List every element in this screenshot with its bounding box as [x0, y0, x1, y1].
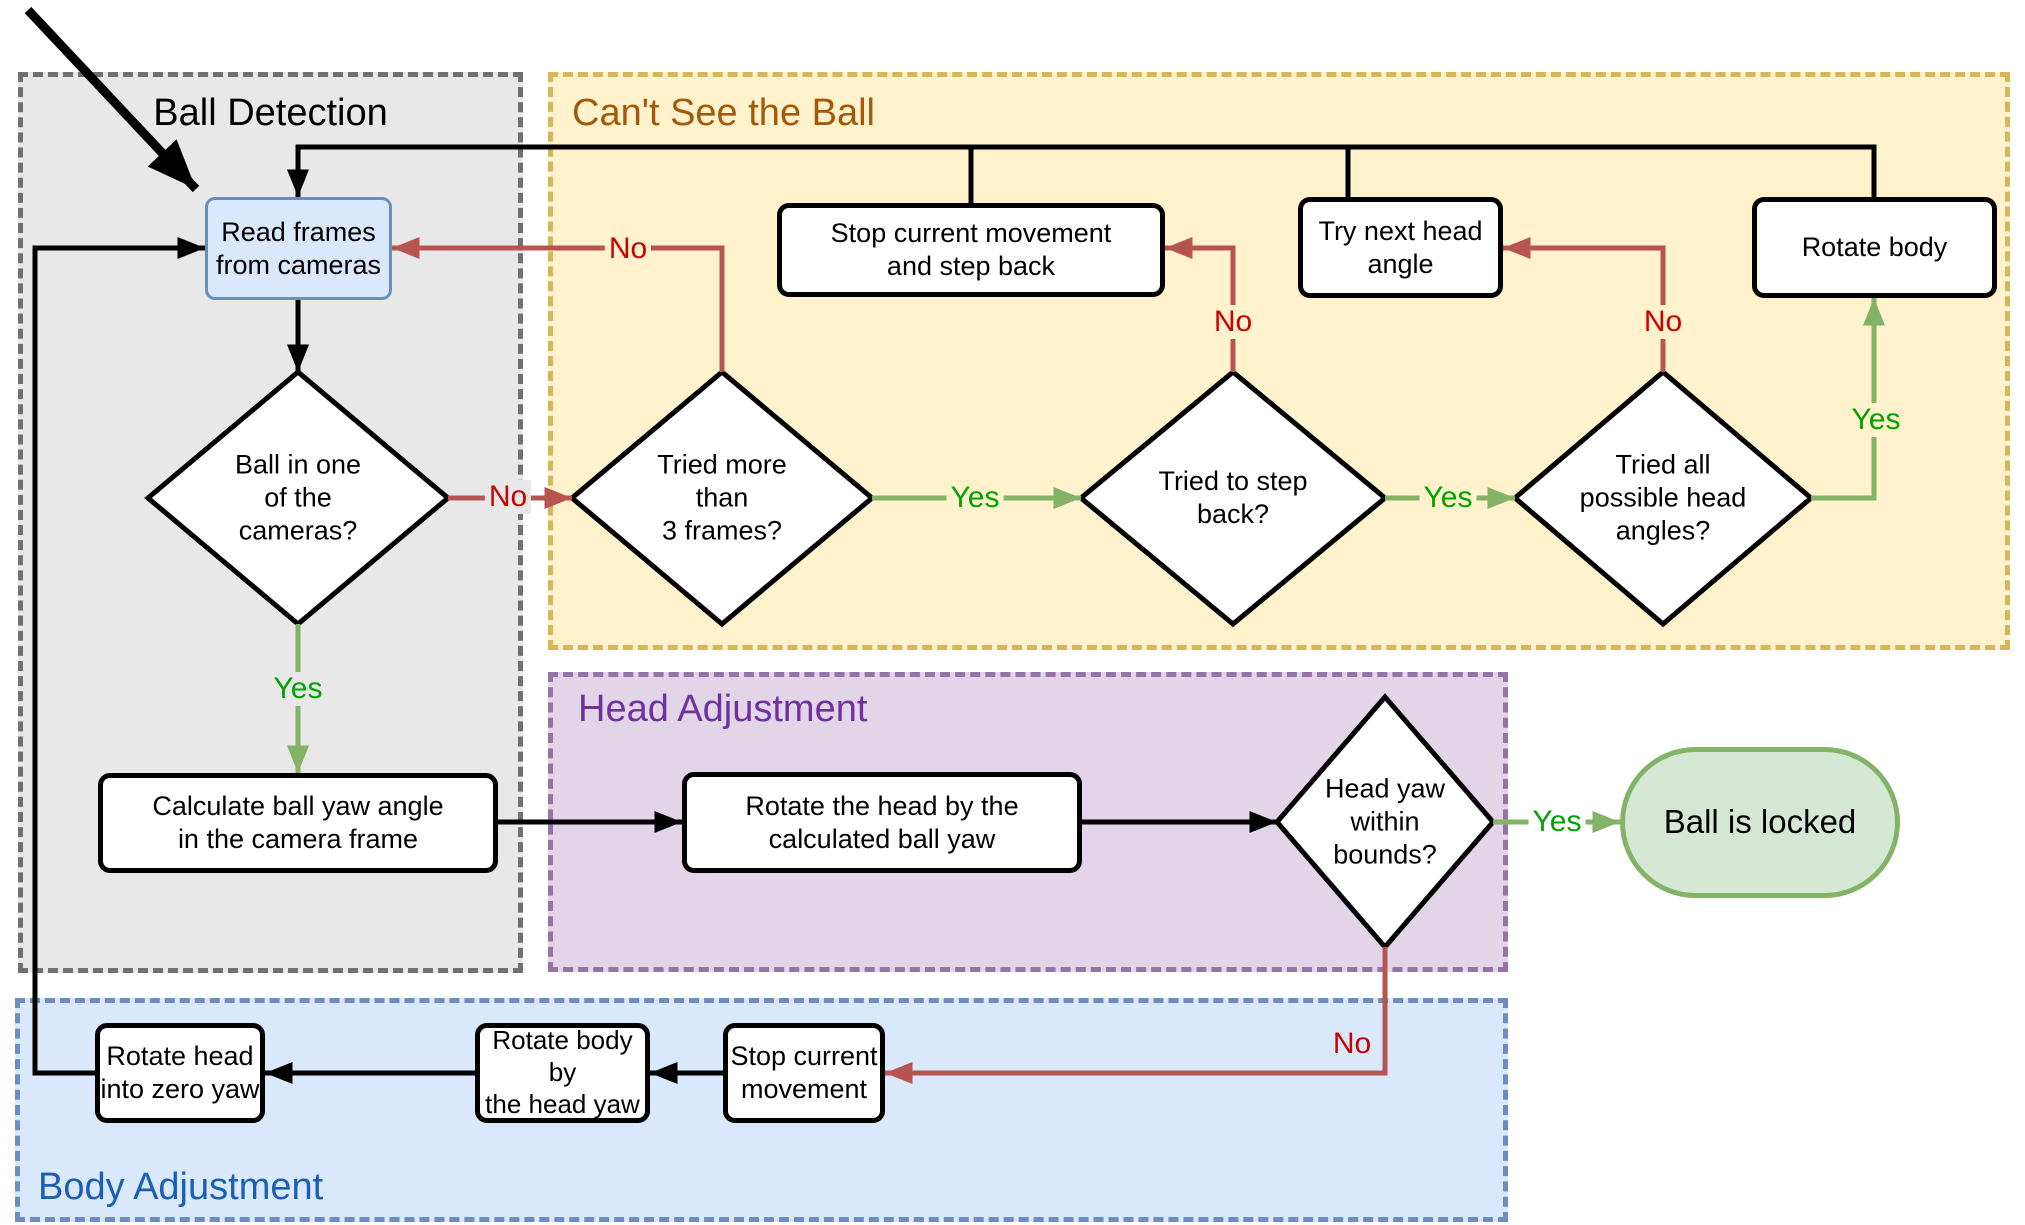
- node-rotate-head-zero-yaw: Rotate head into zero yaw: [95, 1023, 265, 1123]
- node-tried-step-back-shape: [1077, 368, 1389, 628]
- edge-label-yes-tried-all-angles: Yes: [1847, 403, 1905, 437]
- node-try-next-head-angle-label: Try next head angle: [1318, 215, 1483, 279]
- node-rotate-body-by-head-yaw: Rotate body by the head yaw: [475, 1023, 650, 1123]
- node-tried-all-angles-label: Tried all possible head angles?: [1579, 449, 1747, 546]
- node-calc-ball-yaw-label: Calculate ball yaw angle in the camera f…: [152, 791, 444, 854]
- region-title-ball-detection: Ball Detection: [153, 92, 388, 134]
- edge-no-head-yaw-bounds: [885, 947, 1388, 1085]
- node-try-next-head-angle: Try next head angle: [1298, 197, 1503, 298]
- edge-label-yes-tried-step-back: Yes: [1419, 481, 1477, 515]
- node-tried-3-frames-label: Tried more than 3 frames?: [657, 449, 787, 546]
- node-rotate-head-by-yaw: Rotate the head by the calculated ball y…: [682, 772, 1082, 873]
- node-rotate-body-by-head-yaw-label: Rotate body by the head yaw: [485, 1025, 640, 1119]
- edge-label-no-tried-step-back: No: [1209, 305, 1257, 339]
- edge-label-no-ball-in-cameras: No: [484, 480, 532, 514]
- node-rotate-head-by-yaw-label: Rotate the head by the calculated ball y…: [745, 790, 1019, 854]
- node-stop-and-step-back-label: Stop current movement and step back: [830, 218, 1112, 281]
- edge-start-arrow: [24, 6, 200, 193]
- node-ball-locked-label: Ball is locked: [1663, 803, 1857, 841]
- edge-label-no-tried-3-frames: No: [604, 232, 652, 266]
- node-rotate-body: Rotate body: [1752, 197, 1997, 298]
- region-title-body-adjustment: Body Adjustment: [38, 1166, 324, 1208]
- region-title-head-adjustment: Head Adjustment: [578, 688, 868, 730]
- node-stop-current-movement: Stop current movement: [723, 1023, 885, 1123]
- edge-label-yes-head-yaw-bounds: Yes: [1528, 805, 1586, 839]
- region-title-cant-see-ball: Can't See the Ball: [572, 92, 875, 134]
- edge-return-trunk: [295, 144, 1877, 203]
- node-read-frames: Read frames from cameras: [205, 197, 392, 300]
- edge-label-yes-tried-3-frames: Yes: [946, 481, 1004, 515]
- node-head-yaw-bounds-label: Head yaw within bounds?: [1324, 773, 1446, 870]
- node-rotate-head-zero-yaw-label: Rotate head into zero yaw: [100, 1041, 260, 1104]
- edge-label-no-head-yaw-bounds: No: [1328, 1027, 1376, 1061]
- node-stop-and-step-back: Stop current movement and step back: [777, 203, 1165, 297]
- edge-yes-tried-all-angles: [1811, 298, 1885, 501]
- node-read-frames-label: Read frames from cameras: [215, 216, 382, 280]
- node-tried-all-angles-shape: [1511, 368, 1815, 628]
- node-ball-locked: Ball is locked: [1620, 747, 1900, 898]
- node-tried-step-back-label: Tried to step back?: [1158, 466, 1308, 529]
- edge-no-tried-3-frames: [392, 237, 725, 372]
- node-ball-in-cameras-label: Ball in one of the cameras?: [234, 449, 362, 546]
- node-calc-ball-yaw: Calculate ball yaw angle in the camera f…: [98, 773, 498, 873]
- node-stop-current-movement-label: Stop current movement: [730, 1041, 878, 1104]
- edge-label-yes-ball-in-cameras: Yes: [269, 672, 327, 706]
- node-tried-3-frames-shape: [568, 368, 876, 628]
- edge-rotate-head-zero-to-read-frames: [32, 236, 205, 1076]
- node-rotate-body-label: Rotate body: [1801, 232, 1948, 263]
- edge-label-no-tried-all-angles: No: [1639, 305, 1687, 339]
